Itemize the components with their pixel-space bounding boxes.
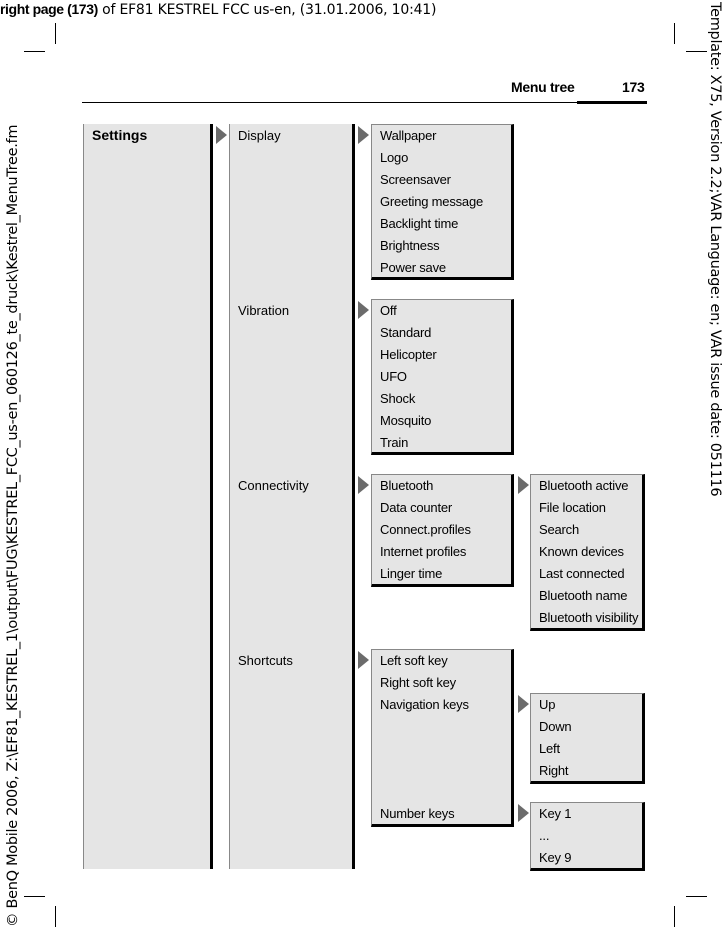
crop-mark bbox=[674, 906, 675, 927]
submenu-vibration: Off Standard Helicopter UFO Shock Mosqui… bbox=[371, 299, 514, 455]
menu-item-greeting-message[interactable]: Greeting message bbox=[380, 194, 484, 209]
menu-item-logo[interactable]: Logo bbox=[380, 150, 409, 165]
crop-mark bbox=[686, 51, 707, 52]
menu-item-mosquito[interactable]: Mosquito bbox=[380, 413, 432, 428]
menu-item-down[interactable]: Down bbox=[539, 719, 572, 734]
submenu-connectivity: Bluetooth Data counter Connect.profiles … bbox=[371, 474, 514, 587]
menu-item-up[interactable]: Up bbox=[539, 697, 556, 712]
submenu-display: Wallpaper Logo Screensaver Greeting mess… bbox=[371, 124, 514, 280]
menu-item-left-soft-key[interactable]: Left soft key bbox=[380, 653, 448, 668]
arrow-right-icon bbox=[358, 301, 369, 319]
arrow-right-icon bbox=[358, 476, 369, 494]
page-number-rule bbox=[577, 101, 647, 104]
menu-item-bluetooth[interactable]: Bluetooth bbox=[380, 478, 434, 493]
menu-item-search[interactable]: Search bbox=[539, 522, 579, 537]
menu-item-train[interactable]: Train bbox=[380, 435, 409, 450]
menu-item-last-connected[interactable]: Last connected bbox=[539, 566, 625, 581]
submenu-number-keys: Key 1 ... Key 9 bbox=[530, 802, 645, 871]
arrow-right-icon bbox=[518, 804, 529, 822]
menu-item-wallpaper[interactable]: Wallpaper bbox=[380, 128, 437, 143]
menu-item-file-location[interactable]: File location bbox=[539, 500, 606, 515]
page-number: 173 bbox=[622, 79, 645, 95]
menu-item-power-save[interactable]: Power save bbox=[380, 260, 446, 275]
menu-item-ufo[interactable]: UFO bbox=[380, 369, 407, 384]
submenu-shortcuts: Left soft key Right soft key Navigation … bbox=[371, 649, 514, 827]
menu-item-ellipsis: ... bbox=[539, 828, 550, 843]
section-title: Menu tree bbox=[511, 79, 575, 95]
menu-item-known-devices[interactable]: Known devices bbox=[539, 544, 624, 559]
submenu-navigation-keys: Up Down Left Right bbox=[530, 693, 645, 784]
menu-item-left[interactable]: Left bbox=[539, 741, 560, 756]
menu-item-standard[interactable]: Standard bbox=[380, 325, 432, 340]
arrow-right-icon bbox=[358, 651, 369, 669]
menu-item-shortcuts[interactable]: Shortcuts bbox=[238, 653, 293, 668]
menu-item-linger-time[interactable]: Linger time bbox=[380, 566, 443, 581]
crop-mark bbox=[55, 906, 56, 927]
menu-item-helicopter[interactable]: Helicopter bbox=[380, 347, 437, 362]
menu-item-bluetooth-visibility[interactable]: Bluetooth visibility bbox=[539, 610, 639, 625]
crop-mark bbox=[686, 896, 707, 897]
menu-item-brightness[interactable]: Brightness bbox=[380, 238, 440, 253]
menu-item-key-1[interactable]: Key 1 bbox=[539, 806, 572, 821]
file-path-margin-text: © BenQ Mobile 2006, Z:\EF81_KESTREL_1\ou… bbox=[5, 124, 21, 927]
menu-item-bluetooth-active[interactable]: Bluetooth active bbox=[539, 478, 629, 493]
menu-item-backlight-time[interactable]: Backlight time bbox=[380, 216, 459, 231]
menu-item-display[interactable]: Display bbox=[238, 128, 281, 143]
menu-item-key-9[interactable]: Key 9 bbox=[539, 850, 572, 865]
menu-item-off[interactable]: Off bbox=[380, 303, 397, 318]
menu-item-connectivity[interactable]: Connectivity bbox=[238, 478, 309, 493]
print-job-header: right page (173) of EF81 KESTREL FCC us-… bbox=[0, 0, 436, 19]
menu-item-shock[interactable]: Shock bbox=[380, 391, 416, 406]
arrow-right-icon bbox=[518, 695, 529, 713]
menu-item-data-counter[interactable]: Data counter bbox=[380, 500, 453, 515]
crop-mark bbox=[24, 51, 45, 52]
arrow-right-icon bbox=[518, 476, 529, 494]
template-info-margin-text: Template: X75, Version 2.2;VAR Language:… bbox=[707, 2, 723, 497]
menu-item-right[interactable]: Right bbox=[539, 763, 569, 778]
crop-mark bbox=[674, 23, 675, 44]
page-position-label: right page (173) bbox=[0, 1, 98, 17]
menu-item-connect-profiles[interactable]: Connect.profiles bbox=[380, 522, 471, 537]
print-job-info: of EF81 KESTREL FCC us-en, (31.01.2006, … bbox=[97, 2, 437, 18]
header-rule bbox=[82, 102, 597, 103]
menu-column-settings: Settings bbox=[83, 124, 213, 869]
menu-item-navigation-keys[interactable]: Navigation keys bbox=[380, 697, 469, 712]
crop-mark bbox=[55, 23, 56, 44]
menu-item-bluetooth-name[interactable]: Bluetooth name bbox=[539, 588, 628, 603]
submenu-bluetooth: Bluetooth active File location Search Kn… bbox=[530, 474, 645, 631]
menu-root-settings[interactable]: Settings bbox=[92, 127, 148, 143]
arrow-right-icon bbox=[358, 126, 369, 144]
crop-mark bbox=[24, 896, 45, 897]
menu-item-vibration[interactable]: Vibration bbox=[238, 303, 290, 318]
menu-item-number-keys[interactable]: Number keys bbox=[380, 806, 455, 821]
menu-column-level2: Display Vibration Connectivity Shortcuts bbox=[229, 124, 355, 869]
menu-item-right-soft-key[interactable]: Right soft key bbox=[380, 675, 456, 690]
menu-item-screensaver[interactable]: Screensaver bbox=[380, 172, 451, 187]
arrow-right-icon bbox=[216, 126, 227, 144]
menu-item-internet-profiles[interactable]: Internet profiles bbox=[380, 544, 467, 559]
